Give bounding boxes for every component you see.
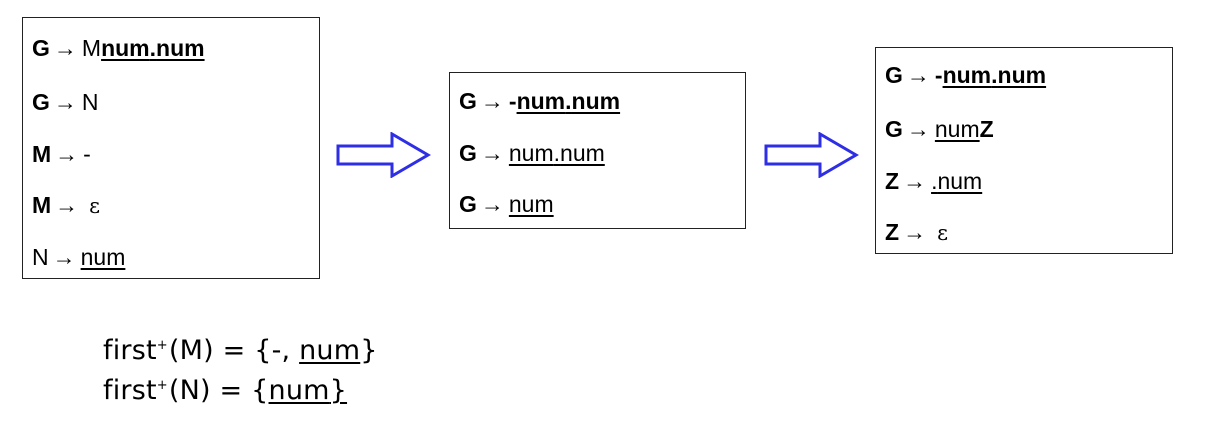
rule-arrow: → [55, 141, 79, 167]
rule-arrow: → [906, 116, 930, 142]
rule-symbol: N [81, 89, 99, 115]
rule-lhs: G [459, 88, 477, 114]
production-rule: N→num [32, 243, 125, 271]
first-item: num [299, 335, 361, 366]
rule-symbol: num [508, 191, 554, 217]
rule-symbol: num [571, 88, 621, 114]
production-rule: G→num [459, 190, 554, 218]
rule-symbol: num [937, 168, 983, 194]
rule-arrow: → [903, 219, 927, 245]
rule-lhs: G [459, 191, 477, 217]
first-close: } [329, 375, 348, 406]
first-arg: (M) [168, 335, 214, 366]
rule-lhs: G [885, 62, 903, 88]
rule-symbol: num [508, 140, 554, 166]
rule-lhs: N [32, 244, 49, 270]
rule-symbol: num [997, 62, 1047, 88]
rule-symbol: ε [89, 194, 101, 218]
rule-arrow: → [52, 244, 76, 270]
first-fn: first [103, 335, 157, 366]
rule-arrow: → [480, 140, 504, 166]
rule-symbol: num [101, 35, 150, 61]
rule-lhs: Z [885, 168, 900, 194]
first-item: num [268, 375, 330, 406]
rule-symbol: ε [937, 221, 948, 245]
rule-lhs: M [32, 141, 52, 167]
rule-symbol: num [942, 62, 992, 88]
production-rule: G→N [32, 88, 99, 116]
rule-lhs: G [885, 116, 903, 142]
rule-symbol: . [565, 88, 572, 114]
first-eq: = { [210, 375, 269, 406]
rule-symbol: - [508, 88, 517, 114]
first-fn: first [103, 375, 157, 406]
rule-symbol: . [931, 168, 938, 194]
first-eq: = {-, [213, 335, 300, 366]
rule-symbol: - [83, 141, 91, 167]
transform-arrow-1 [336, 132, 431, 178]
rule-lhs: G [459, 140, 477, 166]
rule-symbol: num [156, 35, 205, 61]
rule-arrow: → [906, 62, 930, 88]
rule-arrow: → [55, 192, 79, 218]
production-rule: M→ ε [32, 191, 100, 220]
rule-symbol: num [934, 116, 980, 142]
rule-lhs: M [32, 192, 52, 218]
rule-arrow: → [53, 35, 77, 61]
first-sup: + [156, 378, 168, 393]
first-set-n: first+(N) = {num} [103, 375, 347, 406]
production-rule: G→-num.num [459, 87, 620, 115]
production-rule: G→Mnum.num [32, 34, 205, 62]
rule-lhs: G [32, 35, 50, 61]
production-rule: G→-num.num [885, 61, 1046, 89]
rule-lhs: G [32, 89, 50, 115]
first-arg: (N) [168, 375, 211, 406]
production-rule: Z→.num [885, 167, 982, 195]
first-sup: + [156, 338, 168, 353]
rule-symbol: Z [979, 116, 994, 142]
production-rule: M→- [32, 140, 91, 168]
rule-symbol: . [553, 140, 561, 166]
transform-arrow-2 [764, 132, 859, 178]
rule-symbol: num [80, 244, 126, 270]
first-close: } [360, 335, 378, 366]
arrow-shape [764, 132, 859, 178]
rule-arrow: → [480, 88, 504, 114]
rule-symbol: M [81, 35, 102, 61]
production-rule: G→numZ [885, 115, 994, 143]
rule-arrow: → [53, 89, 77, 115]
rule-arrow: → [480, 191, 504, 217]
first-set-m: first+(M) = {-, num} [103, 335, 378, 366]
rule-symbol: . [149, 35, 157, 61]
rule-symbol: num [516, 88, 566, 114]
production-rule: Z→ ε [885, 218, 948, 247]
rule-lhs: Z [885, 219, 900, 245]
production-rule: G→num.num [459, 139, 605, 167]
arrow-shape [336, 132, 431, 178]
rule-arrow: → [903, 168, 927, 194]
rule-symbol: num [560, 140, 605, 166]
rule-symbol: - [934, 62, 943, 88]
rule-symbol: . [991, 62, 998, 88]
